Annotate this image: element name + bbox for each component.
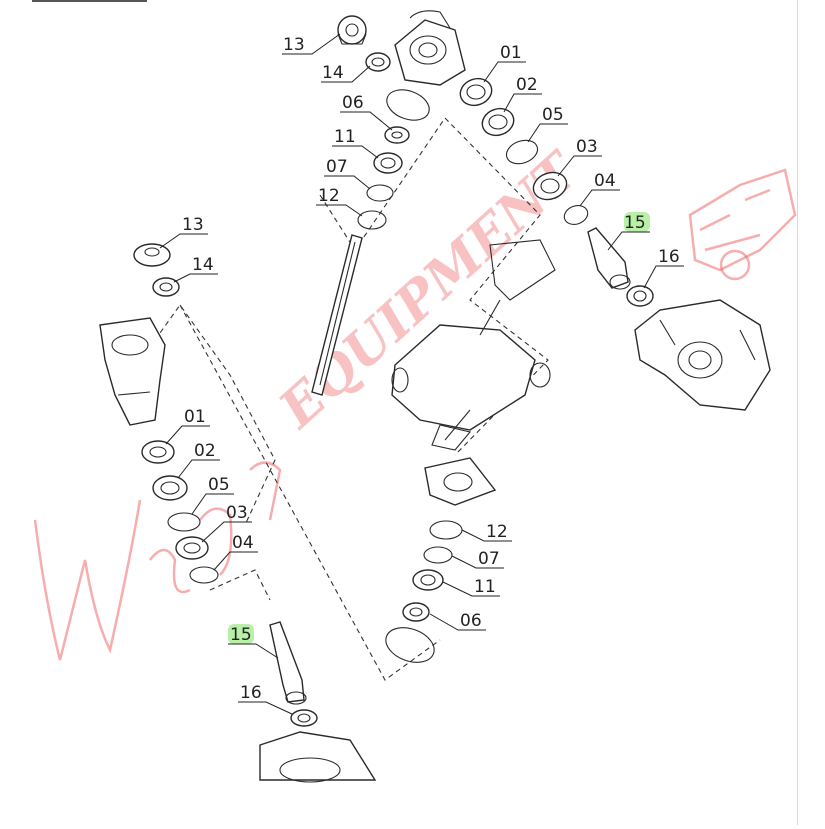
axle-housing-left (259, 731, 377, 783)
svg-text:12: 12 (318, 186, 340, 206)
part-13-cap-upper (337, 15, 367, 45)
svg-text:07: 07 (326, 157, 348, 177)
callout-15-right: 15 (607, 212, 650, 251)
callout-16-right: 16 (643, 247, 684, 289)
part-01-seal-left (141, 440, 175, 464)
callout-11-upper: 11 (332, 127, 379, 159)
svg-text:14: 14 (322, 63, 344, 83)
callout-01-right: 01 (483, 43, 526, 83)
svg-text:15: 15 (624, 213, 646, 233)
part-o-ring-upper (386, 89, 430, 121)
part-01-seal-right (459, 77, 493, 107)
svg-text:04: 04 (232, 533, 254, 553)
right-divider (797, 0, 798, 825)
svg-text:05: 05 (208, 475, 230, 495)
svg-text:16: 16 (658, 247, 680, 267)
svg-text:13: 13 (283, 35, 305, 55)
callout-06-lower: 06 (429, 611, 486, 631)
housing-left (99, 317, 166, 426)
svg-text:01: 01 (500, 43, 522, 63)
svg-text:02: 02 (516, 75, 538, 95)
callout-12-lower: 12 (461, 522, 512, 542)
callout-05-right: 05 (527, 105, 568, 143)
callout-06-upper: 06 (340, 93, 393, 131)
callout-04-right: 04 (579, 171, 620, 207)
svg-text:02: 02 (194, 441, 216, 461)
shaft-long (311, 234, 363, 396)
part-o-ring-lower (385, 627, 435, 663)
flange-plate-lower (424, 457, 497, 506)
part-05-clip-right (505, 139, 539, 165)
svg-text:06: 06 (342, 93, 364, 113)
callout-07-upper: 07 (324, 157, 371, 190)
svg-text:11: 11 (474, 577, 496, 597)
callout-04-left: 04 (213, 533, 258, 571)
callout-13-upper: 13 (282, 33, 341, 55)
part-13-cap-left (133, 243, 171, 267)
part-05-clip-left (167, 512, 201, 532)
callout-15-left: 15 (228, 624, 279, 659)
svg-text:14: 14 (192, 255, 214, 275)
callout-16-left: 16 (238, 683, 293, 715)
part-02-bearing-right (481, 107, 515, 137)
svg-text:03: 03 (226, 503, 248, 523)
svg-text:15: 15 (230, 625, 252, 645)
part-12-snapring-upper (357, 210, 387, 230)
dashed-assembly-outline-left (154, 304, 441, 681)
part-07-washer-lower (423, 546, 453, 564)
part-15-pinion-right (587, 227, 631, 290)
top-border-strip (32, 0, 147, 2)
svg-text:05: 05 (542, 105, 564, 125)
part-14-bearing-upper (365, 52, 391, 72)
part-03-bearing-right (532, 171, 568, 201)
callout-13-left: 13 (159, 215, 208, 249)
part-16-gear-left (290, 709, 318, 727)
part-12-snapring-lower (429, 520, 463, 540)
svg-text:03: 03 (576, 137, 598, 157)
part-11-bearing-lower (412, 569, 444, 591)
callout-07-lower: 07 (451, 549, 504, 569)
callout-03-right: 03 (557, 137, 602, 177)
svg-text:12: 12 (486, 522, 508, 542)
part-14-bearing-left (152, 277, 180, 297)
svg-text:16: 16 (240, 683, 262, 703)
part-16-gear-right (626, 285, 654, 307)
part-11-bearing-upper (373, 152, 403, 174)
steering-housing-center (391, 239, 556, 451)
svg-text:13: 13 (182, 215, 204, 235)
callout-01-left: 01 (165, 407, 210, 445)
callout-02-right: 02 (503, 75, 542, 113)
callout-14-upper: 14 (321, 63, 371, 83)
svg-text:01: 01 (184, 407, 206, 427)
callout-02-left: 02 (177, 441, 220, 479)
part-06-seal-upper (384, 126, 410, 144)
part-04-ring-left (189, 566, 219, 584)
part-15-pinion-left (269, 621, 307, 705)
svg-text:07: 07 (478, 549, 500, 569)
part-04-ring-right (563, 205, 589, 225)
callout-14-left: 14 (173, 255, 218, 283)
svg-text:06: 06 (460, 611, 482, 631)
callout-12-upper: 12 (316, 186, 363, 217)
housing-flange-upper (394, 10, 466, 86)
axle-housing-right (634, 299, 771, 411)
callout-03-left: 03 (201, 503, 252, 543)
callout-11-lower: 11 (442, 577, 500, 597)
part-07-washer-upper (366, 184, 394, 202)
part-03-bearing-left (175, 536, 209, 560)
part-02-bearing-left (152, 475, 188, 501)
svg-text:11: 11 (334, 127, 356, 147)
callout-05-left: 05 (191, 475, 234, 515)
svg-text:04: 04 (594, 171, 616, 191)
part-06-seal-lower (402, 602, 430, 622)
